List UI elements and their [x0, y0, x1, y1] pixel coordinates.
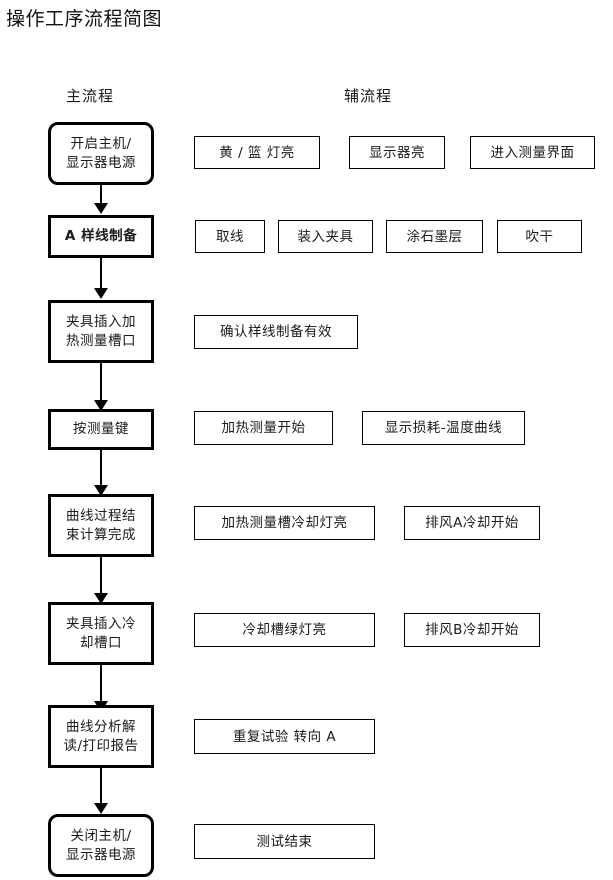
main-step-insert-heating-line1: 夹具插入加 [66, 313, 136, 330]
aux-box-r8-c1[interactable]: 测试结束 [194, 824, 375, 859]
main-step-analyze-print-line1: 曲线分析解 [66, 718, 136, 735]
connector-line-2 [100, 258, 102, 290]
aux-box-r2-c2[interactable]: 装入夹具 [278, 220, 373, 253]
main-step-insert-cooling-line2: 却槽口 [80, 634, 122, 651]
connector-arrow-7 [94, 803, 108, 814]
aux-box-r1-c1[interactable]: 黄 / 篮 灯亮 [194, 136, 320, 169]
page-title: 操作工序流程简图 [6, 8, 163, 30]
aux-box-r2-c3[interactable]: 涂石墨层 [386, 220, 483, 253]
aux-box-r6-c1[interactable]: 冷却槽绿灯亮 [194, 613, 375, 647]
main-step-power-off[interactable]: 关闭主机/ 显示器电源 [48, 814, 154, 877]
main-step-insert-cooling[interactable]: 夹具插入冷 却槽口 [48, 602, 154, 665]
connector-line-7 [100, 768, 102, 805]
connector-arrow-4 [94, 485, 108, 496]
column-header-main-flow: 主流程 [66, 87, 115, 105]
main-step-press-measure[interactable]: 按测量键 [48, 409, 154, 450]
aux-box-r7-c1[interactable]: 重复试验 转向 A [194, 719, 375, 754]
aux-box-r2-c1[interactable]: 取线 [195, 220, 265, 253]
main-step-sample-prep-line1: A 样线制备 [64, 228, 138, 244]
main-step-insert-heating[interactable]: 夹具插入加 热测量槽口 [48, 300, 154, 363]
connector-line-1 [100, 185, 102, 205]
connector-line-5 [100, 557, 102, 595]
connector-arrow-3 [94, 400, 108, 411]
aux-box-r2-c4[interactable]: 吹干 [497, 220, 582, 253]
aux-box-r1-c3[interactable]: 进入测量界面 [470, 136, 595, 169]
main-step-analyze-print-line2: 读/打印报告 [63, 737, 139, 754]
main-step-power-on-line2: 显示器电源 [66, 154, 136, 171]
main-step-analyze-print[interactable]: 曲线分析解 读/打印报告 [48, 705, 154, 768]
main-step-press-measure-line1: 按测量键 [73, 421, 129, 437]
main-step-power-off-line1: 关闭主机/ [70, 827, 132, 844]
connector-arrow-1 [94, 203, 108, 214]
main-step-power-on[interactable]: 开启主机/ 显示器电源 [48, 122, 154, 185]
connector-line-6 [100, 665, 102, 703]
main-step-curve-finish-line1: 曲线过程结 [66, 507, 136, 524]
main-step-insert-heating-line2: 热测量槽口 [66, 332, 136, 349]
aux-box-r1-c2[interactable]: 显示器亮 [349, 136, 445, 169]
connector-line-4 [100, 450, 102, 488]
aux-box-r6-c2[interactable]: 排风B冷却开始 [404, 613, 540, 647]
main-step-curve-finish-line2: 束计算完成 [66, 526, 136, 543]
main-step-power-off-line2: 显示器电源 [66, 846, 136, 863]
column-header-aux-flow: 辅流程 [344, 87, 393, 105]
connector-arrow-2 [94, 288, 108, 299]
main-step-power-on-line1: 开启主机/ [70, 135, 132, 152]
connector-line-3 [100, 363, 102, 403]
main-step-insert-cooling-line1: 夹具插入冷 [66, 615, 136, 632]
aux-box-r3-c1[interactable]: 确认样线制备有效 [194, 315, 358, 349]
main-step-curve-finish[interactable]: 曲线过程结 束计算完成 [48, 494, 154, 557]
aux-box-r5-c1[interactable]: 加热测量槽冷却灯亮 [194, 506, 375, 540]
aux-box-r5-c2[interactable]: 排风A冷却开始 [404, 506, 540, 540]
connector-arrow-5 [94, 593, 108, 604]
aux-box-r4-c2[interactable]: 显示损耗-温度曲线 [362, 411, 525, 445]
aux-box-r4-c1[interactable]: 加热测量开始 [194, 411, 333, 445]
main-step-sample-prep[interactable]: A 样线制备 [48, 215, 154, 258]
